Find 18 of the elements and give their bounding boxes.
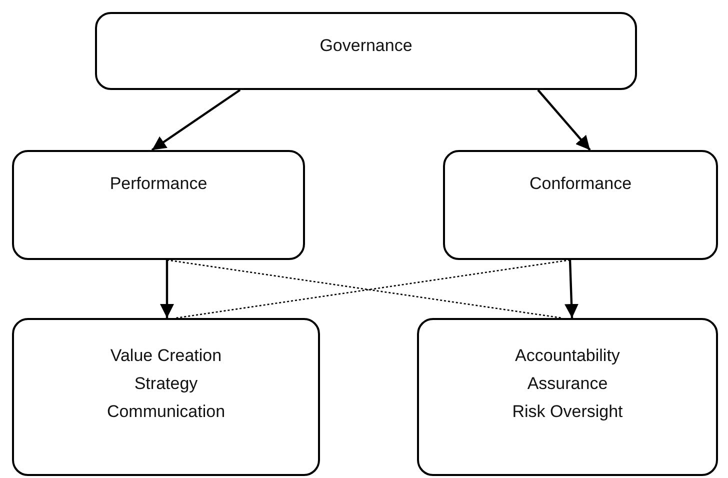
rounded-box [417,318,718,476]
box-text: Governance [320,35,412,57]
rounded-box [443,150,718,260]
box-text: Strategy [134,373,198,395]
rounded-box [12,150,305,260]
arrow [160,260,174,318]
rounded-box [95,12,637,90]
box-text: Communication [106,401,226,423]
box-text: Assurance [527,373,608,395]
box-text: Risk Oversight [512,401,623,423]
arrow [537,89,591,151]
rounded-box [12,318,320,476]
box-text: Performance [110,173,208,195]
box-text: Value Creation [110,345,222,367]
arrow [151,89,241,151]
arrow [564,260,579,318]
box-text: Accountability [515,345,620,367]
box-text: Conformance [529,173,632,195]
